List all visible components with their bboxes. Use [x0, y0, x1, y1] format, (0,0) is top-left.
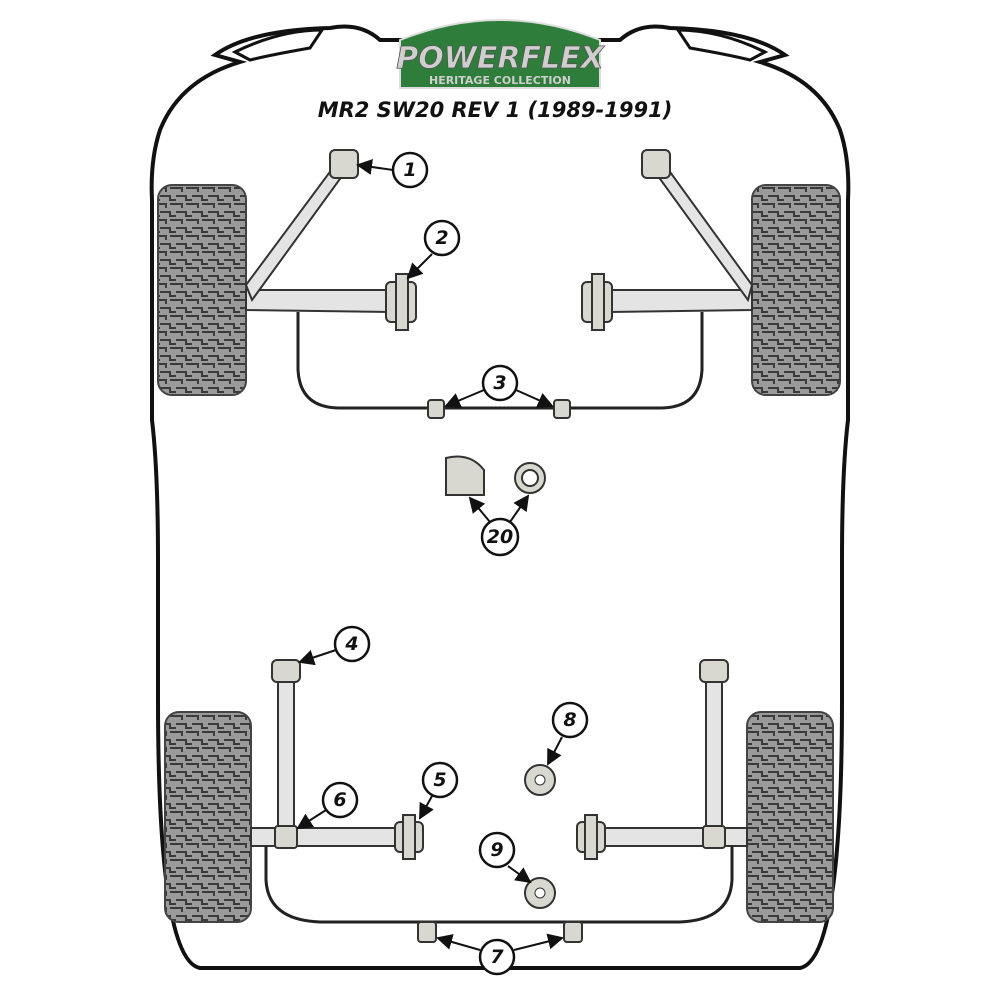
callout-4: 4 — [333, 625, 371, 663]
svg-text:6: 6 — [333, 789, 346, 811]
callout-5: 5 — [421, 761, 459, 799]
callout-7: 7 — [478, 938, 516, 976]
svg-text:3: 3 — [493, 372, 506, 394]
svg-text:1: 1 — [403, 159, 416, 181]
svg-text:5: 5 — [433, 769, 446, 791]
car-body-outline — [149, 24, 851, 970]
callout-6: 6 — [321, 781, 359, 819]
leader-lines — [296, 159, 564, 951]
svg-text:2: 2 — [435, 227, 448, 249]
svg-text:20: 20 — [487, 526, 513, 548]
svg-text:4: 4 — [344, 633, 358, 655]
callout-1: 1 — [391, 151, 429, 189]
callout-20: 20 — [480, 517, 520, 557]
svg-text:7: 7 — [490, 946, 504, 968]
powerflex-logo: POWERFLEX HERITAGE COLLECTION — [396, 19, 606, 89]
callout-8: 8 — [551, 701, 589, 739]
svg-text:8: 8 — [563, 709, 576, 731]
front-left-tire — [157, 184, 247, 396]
callout-2: 2 — [423, 219, 461, 257]
logo-brand: POWERFLEX — [396, 41, 605, 76]
callout-3: 3 — [481, 364, 519, 402]
rear-right-tire — [746, 711, 834, 923]
callout-9: 9 — [478, 831, 516, 869]
rear-left-tire — [164, 711, 252, 923]
front-right-tire — [751, 184, 841, 396]
front-suspension — [244, 149, 754, 496]
left-headlight — [231, 28, 325, 62]
logo-subtitle: HERITAGE COLLECTION — [429, 74, 571, 87]
rear-suspension — [250, 659, 748, 943]
right-headlight — [675, 28, 769, 62]
svg-text:9: 9 — [490, 839, 503, 861]
page-title: MR2 SW20 REV 1 (1989-1991) — [318, 98, 673, 122]
